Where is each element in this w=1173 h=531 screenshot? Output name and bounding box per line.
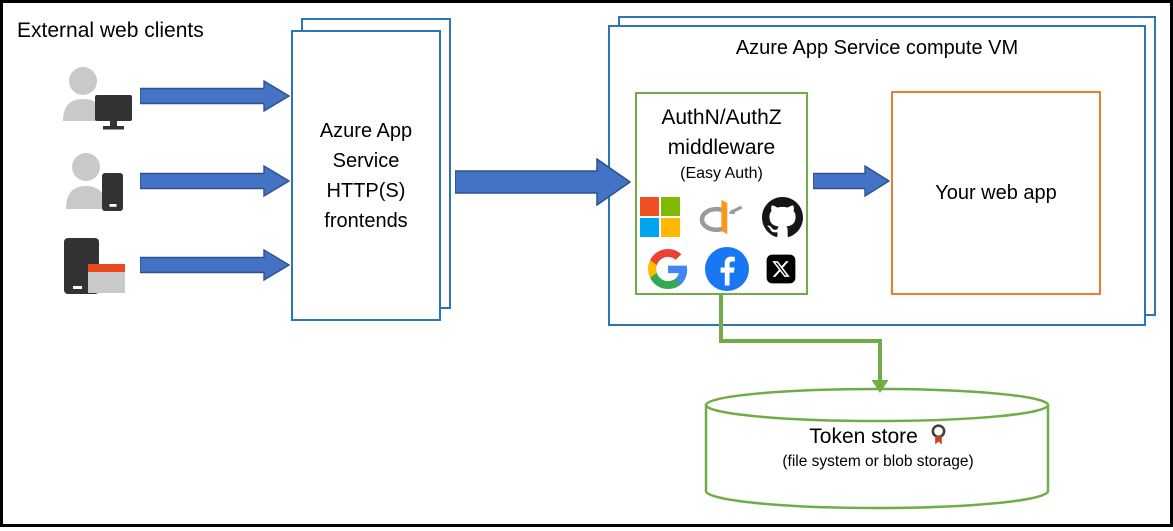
desktop-user-icon [59, 66, 135, 130]
middleware-title-line2: middleware [667, 136, 776, 159]
token-badge-icon [931, 424, 946, 445]
token-store-title: Token store [809, 425, 918, 448]
openid-icon [699, 199, 743, 235]
arrow-middleware-to-webapp [813, 165, 890, 197]
arrow-kiosk-to-frontends [140, 249, 290, 281]
middleware-title-line1: AuthN/AuthZ [661, 106, 782, 129]
token-store-cylinder [704, 387, 1050, 510]
token-store-subtitle: (file system or blob storage) [782, 453, 974, 470]
provider-icons-row-2 [637, 247, 806, 291]
frontends-box: Azure App Service HTTP(S) frontends [291, 30, 441, 321]
web-app-label: Your web app [935, 182, 1057, 204]
web-app-box: Your web app [891, 91, 1101, 295]
arrow-mobile-to-frontends [140, 165, 290, 197]
github-icon [762, 196, 803, 237]
google-icon [647, 249, 687, 289]
connector-middleware-to-token-store [719, 294, 889, 393]
microsoft-icon [640, 197, 680, 237]
frontends-label: Azure App Service HTTP(S) frontends [319, 119, 413, 232]
token-store-labels: Token store (file system or blob storage… [706, 423, 1050, 473]
kiosk-browser-icon [61, 236, 127, 298]
middleware-subtitle: (Easy Auth) [680, 165, 763, 182]
external-clients-title: External web clients [17, 19, 204, 42]
arrow-frontends-to-vm [455, 158, 631, 206]
mobile-user-icon [63, 153, 127, 211]
middleware-box: AuthN/AuthZ middleware (Easy Auth) [635, 92, 808, 295]
facebook-icon [704, 247, 749, 291]
compute-vm-title: Azure App Service compute VM [735, 37, 1019, 59]
arrow-desktop-to-frontends [140, 80, 290, 112]
x-icon [766, 254, 795, 284]
provider-icons-row-1 [637, 196, 806, 238]
